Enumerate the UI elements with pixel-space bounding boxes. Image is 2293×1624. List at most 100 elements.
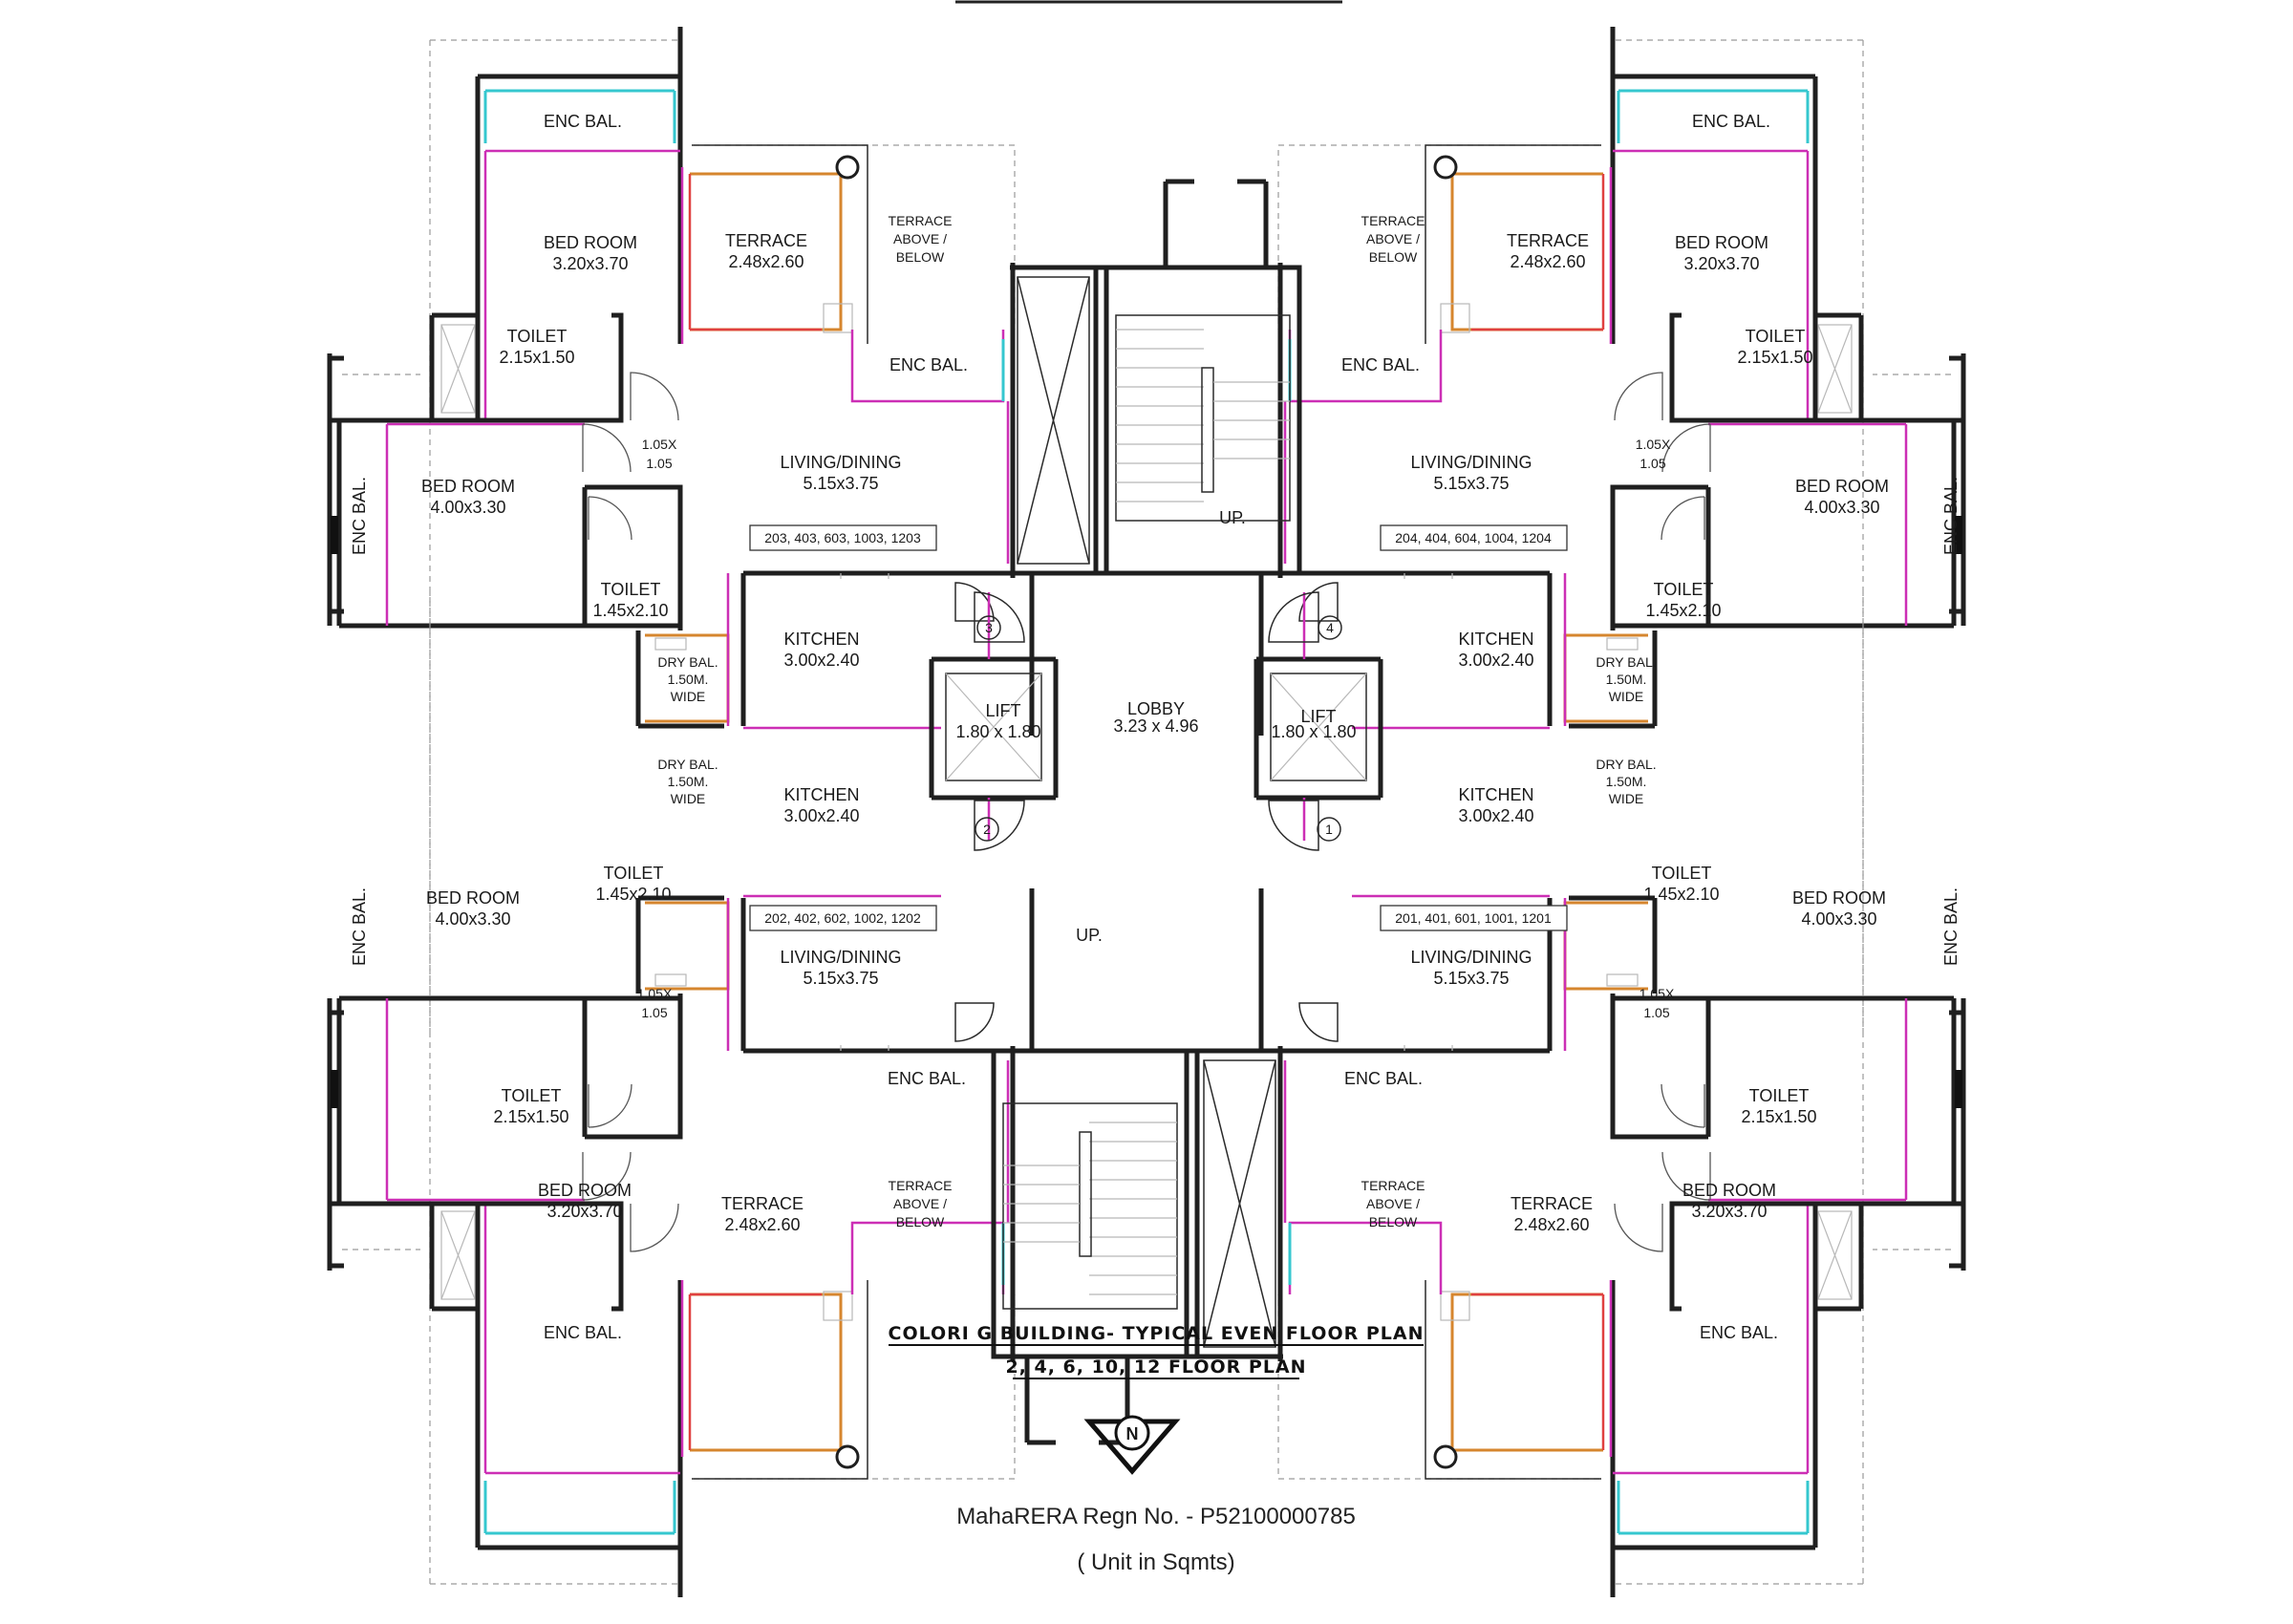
lobby-dim: 3.23 x 4.96 [1113, 716, 1198, 736]
north-arrow-icon: N [1083, 1415, 1181, 1475]
toilet-label: TOILET [1749, 1086, 1810, 1105]
terrace-above-label-2: ABOVE / [1366, 1196, 1420, 1211]
dry-bal-label-2: 1.50M. [1606, 774, 1647, 789]
dry-bal-label-3: WIDE [671, 689, 706, 704]
passage-dim: 1.05X [637, 986, 673, 1001]
kitchen-dim: 3.00x2.40 [1458, 651, 1533, 670]
terrace-above-label: TERRACE [889, 1178, 953, 1193]
stair-up-label: UP. [1076, 926, 1103, 945]
toilet-label: TOILET [1652, 864, 1712, 883]
svg-text:2: 2 [983, 822, 991, 837]
svg-text:1: 1 [1325, 822, 1333, 837]
living-dim: 5.15x3.75 [803, 474, 878, 493]
flat-marker-3: 3 [974, 591, 1025, 643]
terrace-dim: 2.48x2.60 [1513, 1215, 1589, 1234]
dry-bal-label-3: WIDE [671, 791, 706, 806]
kitchen-label: KITCHEN [1458, 630, 1533, 649]
living-label: LIVING/DINING [780, 453, 901, 472]
toilet-label: TOILET [502, 1086, 562, 1105]
lift-label: LIFT [1300, 707, 1336, 726]
passage-dim: 1.05X [642, 437, 677, 452]
toilet-dim: 2.15x1.50 [1741, 1107, 1816, 1126]
toilet-dim: 1.45x2.10 [1645, 601, 1721, 620]
bedroom-label: BED ROOM [421, 477, 515, 496]
kitchen-dim: 3.00x2.40 [783, 651, 859, 670]
unit-number-box [749, 524, 937, 551]
bedroom-dim: 3.20x3.70 [552, 254, 628, 273]
bedroom-dim: 3.20x3.70 [1683, 254, 1759, 273]
toilet-label: TOILET [1654, 580, 1714, 599]
enc-bal-label: ENC BAL. [350, 477, 369, 555]
lift-left [929, 656, 1059, 801]
bedroom-dim: 4.00x3.30 [1801, 909, 1876, 929]
kitchen-dim: 3.00x2.40 [1458, 806, 1533, 825]
plan-subtitle: 2, 4, 6, 10, 12 FLOOR PLAN [1005, 1357, 1306, 1378]
enc-bal-label: ENC BAL. [1941, 477, 1961, 555]
toilet-dim: 2.15x1.50 [499, 348, 574, 367]
terrace-label: TERRACE [1511, 1194, 1593, 1213]
living-label: LIVING/DINING [1410, 948, 1532, 967]
kitchen-dim: 3.00x2.40 [783, 806, 859, 825]
toilet-dim: 1.45x2.10 [595, 885, 671, 904]
living-label: LIVING/DINING [780, 948, 901, 967]
lift-dim: 1.80 x 1.80 [955, 722, 1040, 741]
toilet-dim: 1.45x2.10 [1643, 885, 1719, 904]
living-label: LIVING/DINING [1410, 453, 1532, 472]
enc-bal-label: ENC BAL. [889, 355, 968, 374]
enc-bal-label: ENC BAL. [1692, 112, 1770, 131]
passage-dim: 1.05X [1636, 437, 1671, 452]
terrace-above-label-2: ABOVE / [893, 231, 947, 246]
bedroom-dim: 4.00x3.30 [1804, 498, 1879, 517]
passage-dim-2: 1.05 [646, 456, 672, 471]
units-note: ( Unit in Sqmts) [1077, 1549, 1234, 1575]
terrace-above-label-3: BELOW [896, 249, 945, 265]
passage-dim-2: 1.05 [1643, 1005, 1669, 1020]
terrace-above-label: TERRACE [889, 213, 953, 228]
north-label: N [1126, 1424, 1139, 1443]
unit-numbers-202: 202, 402, 602, 1002, 1202 [764, 910, 921, 926]
dry-bal-label-2: 1.50M. [668, 774, 709, 789]
enc-bal-label: ENC BAL. [888, 1069, 966, 1088]
enc-bal-label: ENC BAL. [1341, 355, 1420, 374]
terrace-above-label: TERRACE [1361, 213, 1425, 228]
dry-bal-label: DRY BAL. [1596, 654, 1656, 670]
terrace-above-label-3: BELOW [896, 1214, 945, 1229]
enc-bal-label: ENC BAL. [350, 887, 369, 966]
bedroom-label: BED ROOM [1792, 888, 1886, 908]
toilet-label: TOILET [1746, 327, 1806, 346]
terrace-label: TERRACE [725, 231, 807, 250]
dry-bal-label-2: 1.50M. [1606, 672, 1647, 687]
bedroom-dim: 4.00x3.30 [430, 498, 505, 517]
unit-numbers-204: 204, 404, 604, 1004, 1204 [1395, 530, 1552, 545]
terrace-above-label-3: BELOW [1369, 249, 1418, 265]
enc-bal-label: ENC BAL. [1700, 1323, 1778, 1342]
terrace-dim: 2.48x2.60 [728, 252, 804, 271]
bedroom-label: BED ROOM [1795, 477, 1889, 496]
dry-bal-label-3: WIDE [1609, 791, 1644, 806]
svg-text:4: 4 [1326, 620, 1334, 635]
bedroom-label: BED ROOM [1675, 233, 1768, 252]
living-dim: 5.15x3.75 [1433, 969, 1509, 988]
dry-bal-label-3: WIDE [1609, 689, 1644, 704]
flat-marker-1: 1 [1268, 800, 1341, 851]
plan-title: COLORI G BUILDING- TYPICAL EVEN FLOOR PL… [889, 1323, 1425, 1344]
terrace-dim: 2.48x2.60 [724, 1215, 800, 1234]
passage-dim-2: 1.05 [1639, 456, 1665, 471]
lift-dim: 1.80 x 1.80 [1271, 722, 1356, 741]
enc-bal-label: ENC BAL. [544, 1323, 622, 1342]
unit-number-box [749, 905, 937, 931]
terrace-label: TERRACE [1507, 231, 1589, 250]
terrace-label: TERRACE [721, 1194, 804, 1213]
dry-bal-label: DRY BAL. [657, 757, 718, 772]
flat-marker-4: 4 [1268, 591, 1342, 643]
unit-numbers-203: 203, 403, 603, 1003, 1203 [764, 530, 921, 545]
flat-marker-2: 2 [974, 800, 1025, 851]
bedroom-dim: 3.20x3.70 [546, 1202, 622, 1221]
bedroom-label: BED ROOM [1682, 1181, 1776, 1200]
living-dim: 5.15x3.75 [803, 969, 878, 988]
passage-dim: 1.05X [1639, 986, 1675, 1001]
toilet-dim: 1.45x2.10 [592, 601, 668, 620]
toilet-dim: 2.15x1.50 [493, 1107, 568, 1126]
stair-up-label: UP. [1219, 508, 1246, 527]
